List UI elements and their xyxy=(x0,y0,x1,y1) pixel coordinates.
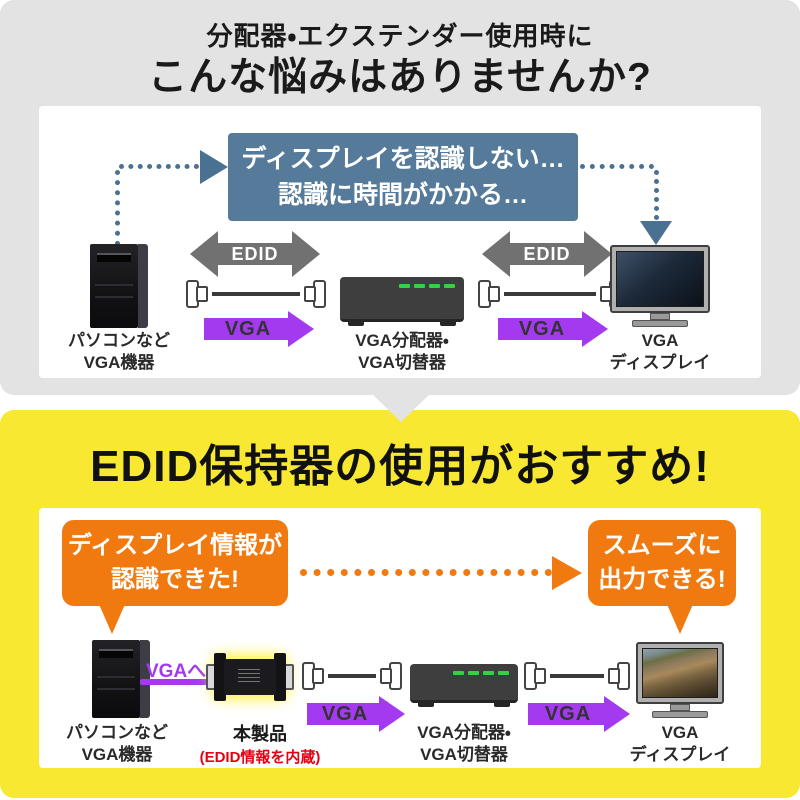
bubble-tail-icon xyxy=(666,602,694,634)
speech-bubble-left: ディスプレイ情報が 認識できた! xyxy=(62,520,288,634)
display-label: VGA ディスプレイ xyxy=(629,723,731,765)
dotted-path-orange xyxy=(300,569,552,576)
monitor-icon xyxy=(636,642,724,718)
vga-arrow-icon: VGA xyxy=(204,311,314,347)
vga-connector-icon xyxy=(600,662,630,690)
vga-cable-icon xyxy=(524,662,630,690)
display-label: VGA ディスプレイ xyxy=(609,331,711,373)
speech-bubble-right: スムーズに 出力できる! xyxy=(588,520,736,634)
problem-title-line2: こんな悩みはありませんか? xyxy=(148,56,652,99)
vga-label: VGA xyxy=(528,703,608,725)
monitor-screen xyxy=(616,251,704,307)
arrowhead-down-icon xyxy=(640,221,672,245)
pc-seam xyxy=(97,688,135,690)
solution-title: EDID保持器の使用がおすすめ! xyxy=(90,442,710,491)
vga-label: VGA xyxy=(204,318,292,340)
vga-label: VGA xyxy=(498,318,586,340)
problem-diagram-panel: ディスプレイを認識しない… 認識に時間がかかる… パソコンなど VGA機器 xyxy=(39,106,761,378)
monitor-screen xyxy=(642,648,718,698)
monitor-icon xyxy=(610,245,710,327)
vga-label: VGA xyxy=(307,703,383,725)
edid-adapter-icon xyxy=(206,653,294,701)
vga-arrow-icon: VGA xyxy=(528,696,630,732)
arrowhead-right-icon xyxy=(200,150,228,184)
pc-seam xyxy=(95,284,133,286)
vga-connector-icon xyxy=(186,280,216,308)
section-connector-notch xyxy=(371,393,431,422)
dotted-path-right-vertical xyxy=(654,170,659,220)
pc-label: パソコンなど VGA機器 xyxy=(68,331,170,373)
dotted-path-left-horizontal xyxy=(119,164,199,169)
vga-cable-icon xyxy=(478,280,622,308)
dotted-path-right-horizontal xyxy=(580,164,654,169)
led-indicators-icon xyxy=(399,284,455,288)
vga-connector-icon xyxy=(372,662,402,690)
vga-line xyxy=(140,679,210,685)
edid-arrow-icon: EDID xyxy=(190,231,320,277)
pc-drive-slot xyxy=(97,253,131,262)
led-indicators-icon xyxy=(453,671,509,675)
dotted-path-left-vertical xyxy=(115,170,120,246)
edid-label: EDID xyxy=(214,243,296,265)
splitter-icon xyxy=(340,277,464,326)
pc-drive-slot xyxy=(99,649,133,658)
callout-line1: ディスプレイを認識しない… xyxy=(241,144,565,173)
vga-connector-icon xyxy=(296,280,326,308)
vga-cable-icon xyxy=(302,662,402,690)
pc-seam xyxy=(95,296,133,298)
pc-label: パソコンなど VGA機器 xyxy=(66,723,168,765)
vga-connector-icon xyxy=(478,280,508,308)
vga-arrow-icon: VGA xyxy=(307,696,405,732)
splitter-label: VGA分配器・ VGA切替器 xyxy=(355,331,449,373)
edid-label: EDID xyxy=(506,243,588,265)
solution-section: EDID保持器の使用がおすすめ! ディスプレイ情報が 認識できた! スムーズに … xyxy=(0,410,800,798)
bubble-tail-icon xyxy=(98,602,126,634)
edid-arrow-icon: EDID xyxy=(482,231,612,277)
pc-seam xyxy=(97,676,135,678)
problem-callout-box: ディスプレイを認識しない… 認識に時間がかかる… xyxy=(228,133,578,221)
splitter-icon xyxy=(410,664,518,707)
vga-arrow-icon: VGA xyxy=(498,311,608,347)
vga-connector-icon xyxy=(302,662,332,690)
problem-title-line1: 分配器・エクステンダー使用時に xyxy=(206,21,594,51)
pc-tower-icon xyxy=(90,244,148,328)
callout-line2: 認識に時間がかかる… xyxy=(277,181,528,209)
arrowhead-right-orange-icon xyxy=(552,556,582,590)
splitter-label: VGA分配器・ VGA切替器 xyxy=(417,723,511,765)
pc-side xyxy=(138,244,148,328)
vga-to-label: VGAへ xyxy=(146,661,207,682)
product-label: 本製品 (EDID情報を内蔵) xyxy=(199,724,321,766)
problem-section: 分配器・エクステンダー使用時に こんな悩みはありませんか? ディスプレイを認識し… xyxy=(0,0,800,395)
vga-connector-icon xyxy=(524,662,554,690)
solution-diagram-panel: ディスプレイ情報が 認識できた! スムーズに 出力できる! パソコンなど xyxy=(39,508,761,768)
vga-cable-icon xyxy=(186,280,326,308)
